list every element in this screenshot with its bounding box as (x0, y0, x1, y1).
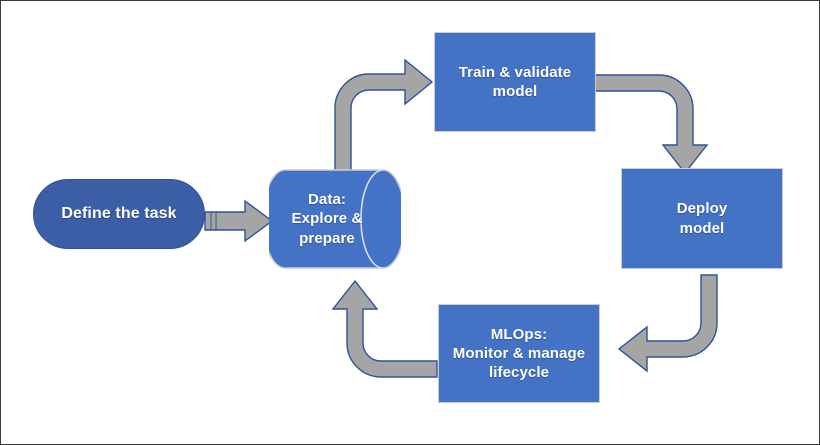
cylinder-shape (269, 169, 401, 269)
connector-deploy-to-mlops (597, 273, 721, 383)
connector-train-to-deploy (593, 57, 715, 177)
connector-mlops-to-data (319, 273, 441, 383)
node-data-explore-prepare-label: Data: Explore & prepare (291, 190, 363, 247)
node-mlops-monitor-manage-lifecycle-label: MLOps: Monitor & manage lifecycle (452, 325, 586, 382)
node-mlops-monitor-manage-lifecycle[interactable]: MLOps: Monitor & manage lifecycle (438, 304, 600, 403)
connector-data-to-train (317, 56, 437, 174)
node-train-validate-model[interactable]: Train & validate model (434, 32, 596, 132)
node-data-explore-prepare[interactable]: Data: Explore & prepare (269, 169, 401, 269)
node-deploy-model[interactable]: Deploy model (621, 168, 783, 269)
node-deploy-model-label: Deploy model (676, 200, 728, 237)
node-define-the-task-label: Define the task (61, 204, 177, 222)
connector-define-to-data (203, 197, 275, 245)
node-train-validate-model-label: Train & validate model (458, 63, 572, 100)
node-define-the-task[interactable]: Define the task (33, 179, 205, 249)
